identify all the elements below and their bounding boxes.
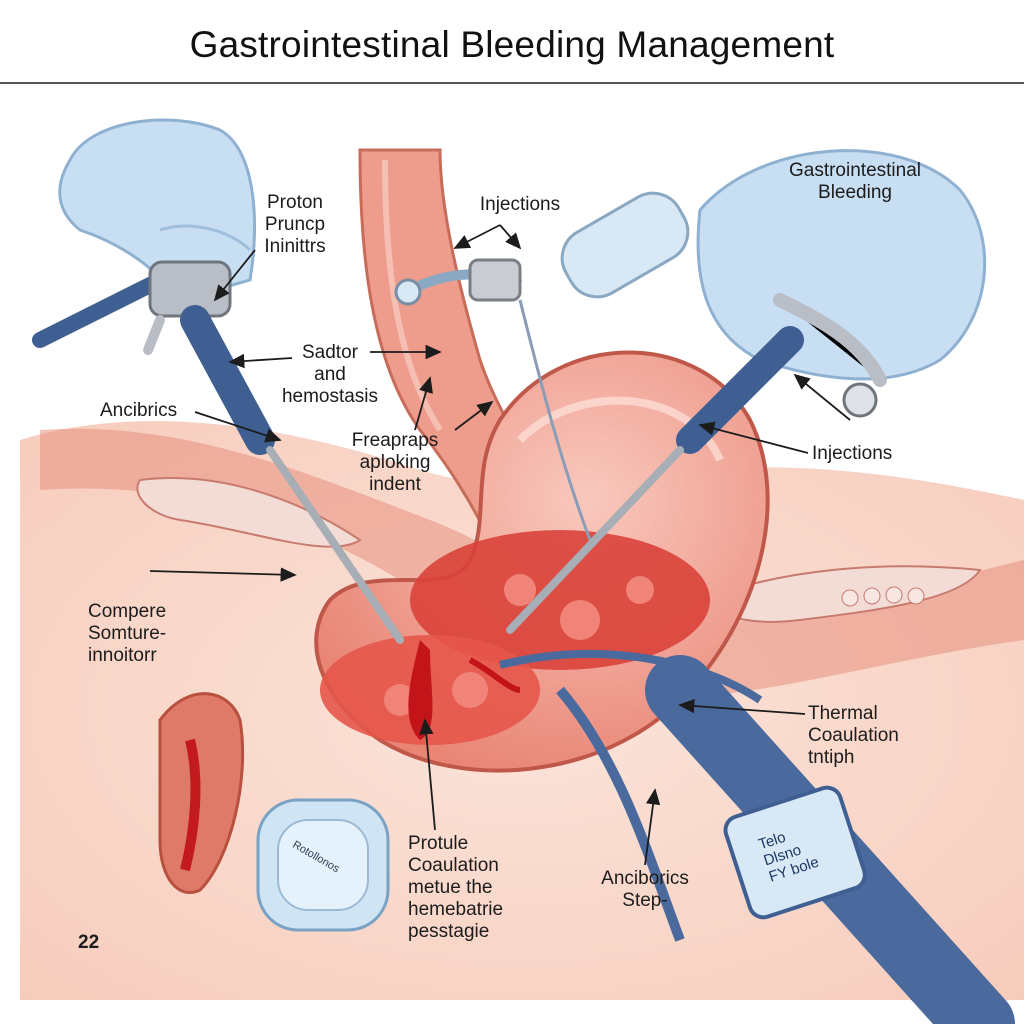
left-glove <box>58 118 257 302</box>
label-anciborics: Anciborics Step- <box>601 868 689 911</box>
page-number: 22 <box>78 932 100 953</box>
label-thermal: Thermal Coaulation tntiph <box>808 703 899 768</box>
injection-device <box>394 191 690 541</box>
label-protule: Protule Coaulation metue the hemebatrie … <box>408 833 504 942</box>
page-title: Gastrointestinal Bleeding Management <box>189 24 835 65</box>
capsule-case <box>256 798 390 932</box>
label-sadtor: Sadtor and hemostasis <box>281 342 379 407</box>
bleeding-ulcer <box>320 530 710 745</box>
label-injections-top: Injections <box>479 194 561 215</box>
label-freapraps: Freapraps aploking indent <box>351 430 439 495</box>
label-proton-pump: Proton Pruncp Ininittrs <box>264 192 326 257</box>
label-compere: Compere Somture- innoitorr <box>88 601 167 666</box>
left-endoscope <box>32 260 404 644</box>
label-gi-bleeding: Gastrointestinal Bleeding <box>788 160 921 203</box>
label-ancibrics: Ancibrics <box>100 400 178 421</box>
label-injections-right: Injections <box>812 443 893 464</box>
title-divider <box>0 82 1024 84</box>
right-glove <box>696 149 987 418</box>
annotation-arrows <box>149 224 851 866</box>
duodenum <box>158 692 245 894</box>
thermal-probe <box>499 649 1015 1024</box>
